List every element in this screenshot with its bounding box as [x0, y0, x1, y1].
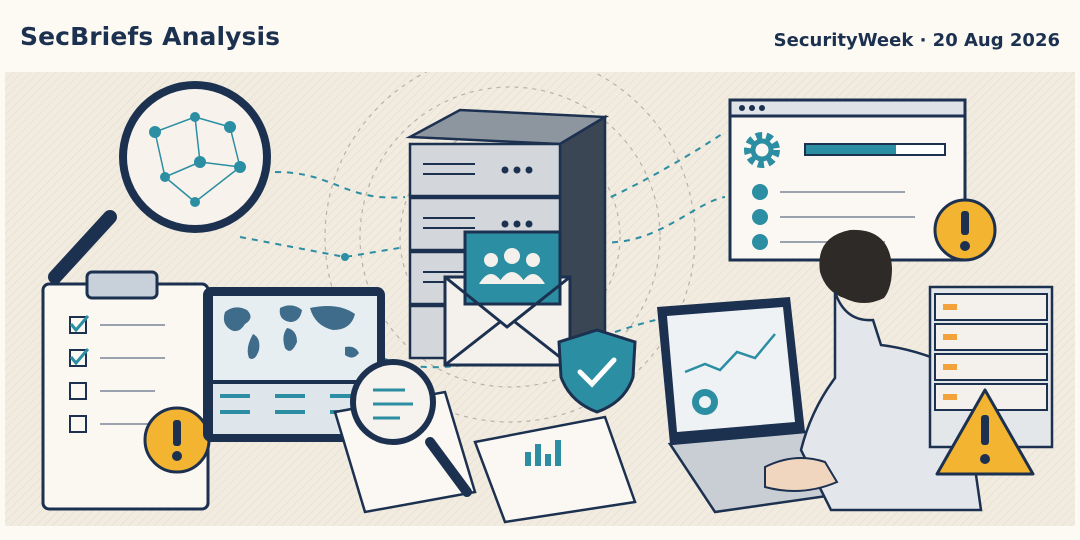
email-contacts-icon — [443, 230, 572, 367]
document-magnifier-icon — [350, 359, 472, 497]
site-brand[interactable]: SecBriefs Analysis — [20, 22, 281, 51]
network-magnifier-icon — [48, 81, 271, 284]
warning-triangle-icon — [935, 388, 1035, 476]
security-shield-icon — [557, 328, 637, 414]
settings-browser-window-icon — [728, 98, 967, 262]
server-rack-right-icon — [928, 285, 1054, 449]
page-header: SecBriefs Analysis SecurityWeek · 20 Aug… — [0, 0, 1080, 72]
article-meta: SecurityWeek · 20 Aug 2026 — [773, 30, 1060, 51]
gear-icon — [744, 132, 780, 168]
checklist-clipboard-icon — [41, 270, 210, 511]
analyst-person-icon — [764, 229, 983, 512]
hero-illustration — [5, 72, 1075, 526]
warning-circle-icon-left — [143, 406, 211, 474]
warning-circle-icon-right — [933, 198, 997, 262]
